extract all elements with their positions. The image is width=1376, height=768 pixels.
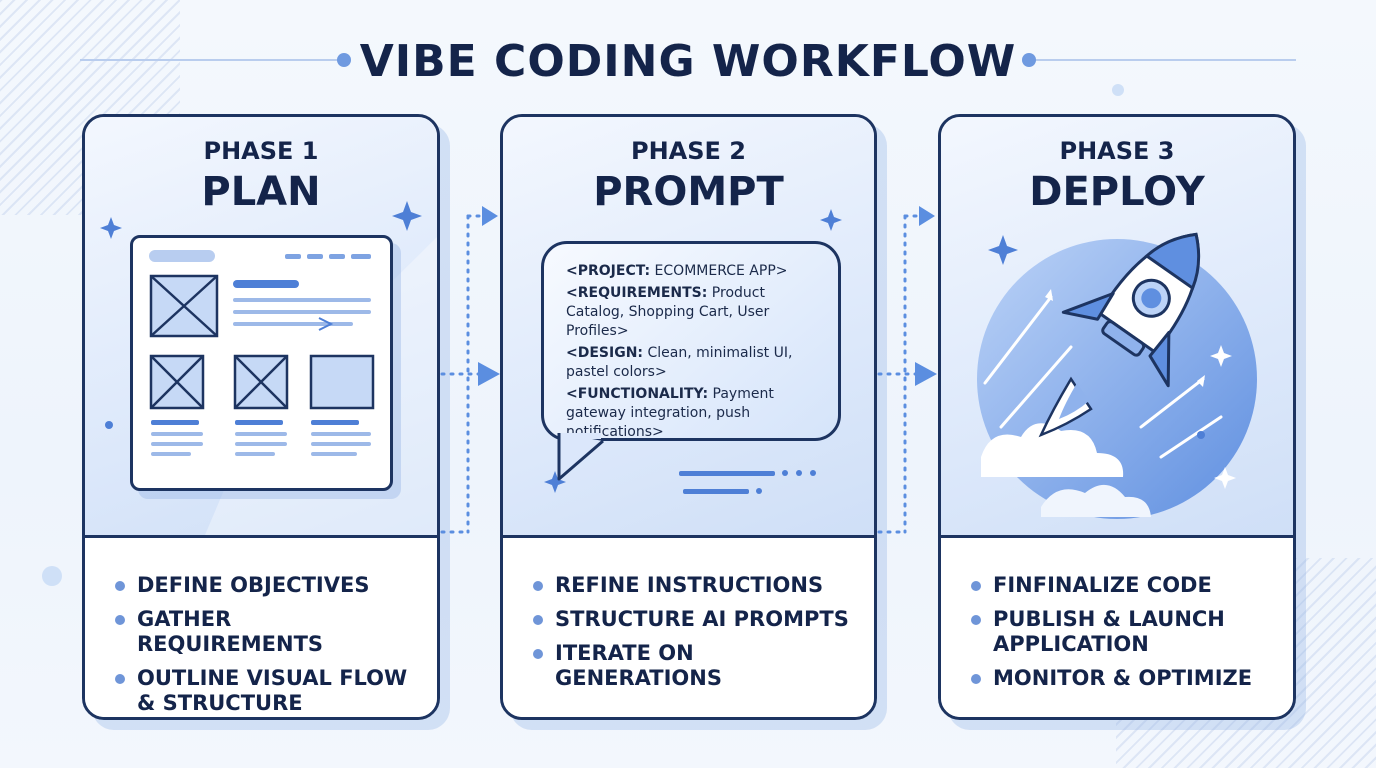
phase-illustration-panel: PHASE 1 PLAN [85,117,437,535]
title-dot [337,53,351,67]
list-item: REFINE INSTRUCTIONS [533,573,860,598]
phase-card-deploy: PHASE 3 DEPLOY [938,114,1296,720]
bullet-icon [533,581,543,591]
bullet-icon [533,649,543,659]
phase-label: PHASE 3 [1059,137,1175,165]
phase-card-prompt: PHASE 2 PROMPT <PROJECT: ECOMMERCE APP> … [500,114,877,720]
bullet-icon [115,615,125,625]
phase-name: DEPLOY [1029,169,1205,215]
arrow-right-icon [877,206,937,534]
bullet-icon [971,615,981,625]
phase-task-list-panel [941,538,1293,717]
card-divider [85,535,437,538]
phase-task-list: DEFINE OBJECTIVES GATHER REQUIREMENTS OU… [115,573,423,717]
phase-card-plan: PHASE 1 PLAN [82,114,440,720]
list-item: DEFINE OBJECTIVES [115,573,423,598]
phase-name: PLAN [201,169,321,215]
list-item: STRUCTURE AI PROMPTS [533,607,860,632]
list-item: GATHER REQUIREMENTS [115,607,423,657]
rocket-icon [977,232,1257,519]
list-item: OUTLINE VISUAL FLOW & STRUCTURE [115,666,423,716]
phase-task-list: REFINE INSTRUCTIONS STRUCTURE AI PROMPTS… [533,573,860,700]
bullet-icon [115,674,125,684]
phase-label: PHASE 2 [631,137,746,165]
decor-dot [42,566,62,586]
phase-illustration-panel: PHASE 3 DEPLOY [941,117,1293,535]
speech-bubble-tail [557,433,604,481]
page-title: VIBE CODING WORKFLOW [359,36,1017,87]
list-item: FINFINALIZE CODE [971,573,1279,598]
phase-illustration-panel: PHASE 2 PROMPT <PROJECT: ECOMMERCE APP> … [503,117,874,535]
sparkle-icon [544,209,842,494]
list-item: MONITOR & OPTIMIZE [971,666,1279,691]
wireframe-icon [130,235,393,491]
phase-task-list-panel [503,538,874,717]
card-divider [941,535,1293,538]
list-item: PUBLISH & LAUNCH APPLICATION [971,607,1279,657]
prompt-line: <DESIGN: Clean, minimalist UI, pastel co… [566,345,793,380]
prompt-line: <PROJECT: ECOMMERCE APP> [566,263,788,279]
decor-dot [1112,84,1124,96]
speech-bubble-icon: <PROJECT: ECOMMERCE APP> <REQUIREMENTS: … [541,241,841,441]
list-item: ITERATE ON GENERATIONS [533,641,860,691]
bullet-icon [971,581,981,591]
title-line [80,59,338,61]
phase-label: PHASE 1 [203,137,319,165]
arrow-right-icon [440,206,500,534]
bullet-icon [115,581,125,591]
phase-name: PROMPT [593,169,784,215]
bullet-icon [971,674,981,684]
title-dot [1022,53,1036,67]
phase-task-list-panel [85,538,437,717]
title-line [1034,59,1296,61]
prompt-line: <REQUIREMENTS: Product Catalog, Shopping… [566,285,770,339]
title-row: VIBE CODING WORKFLOW [80,30,1296,90]
phase-task-list: FINFINALIZE CODE PUBLISH & LAUNCH APPLIC… [971,573,1279,700]
bullet-icon [533,615,543,625]
card-divider [503,535,874,538]
